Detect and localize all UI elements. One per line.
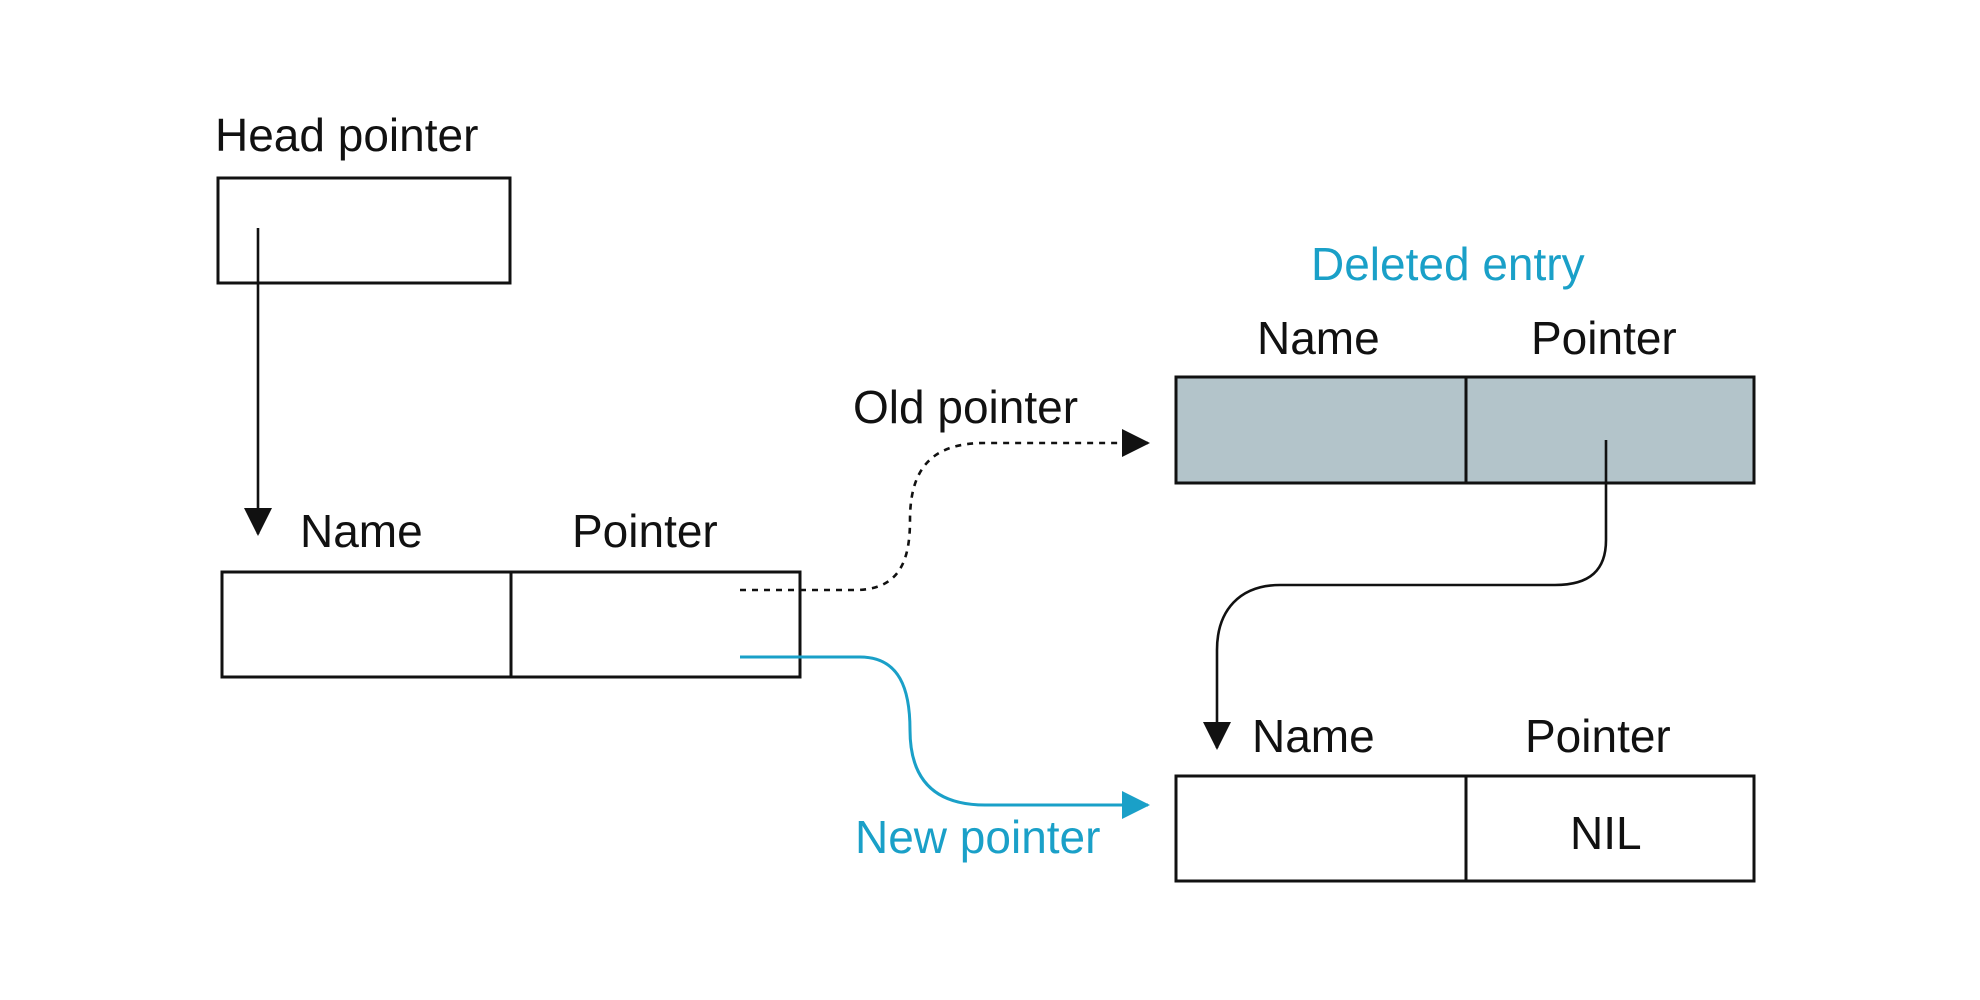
deleted-entry-pointer-header: Pointer xyxy=(1531,312,1677,364)
last-entry-pointer-header: Pointer xyxy=(1525,710,1671,762)
deleted-entry-next-arrow xyxy=(1203,440,1608,750)
last-entry-name-header: Name xyxy=(1252,710,1375,762)
old-pointer-arrow xyxy=(740,429,1150,592)
head-pointer-label: Head pointer xyxy=(215,109,478,161)
first-entry-name-header: Name xyxy=(300,505,423,557)
new-pointer-arrow xyxy=(740,655,1150,819)
deleted-entry-name-header: Name xyxy=(1257,312,1380,364)
new-pointer-label: New pointer xyxy=(855,811,1100,863)
deleted-entry-label: Deleted entry xyxy=(1311,238,1585,290)
old-pointer-label: Old pointer xyxy=(853,381,1078,433)
head-pointer-box xyxy=(216,176,512,285)
first-entry-pointer-header: Pointer xyxy=(572,505,718,557)
last-entry-pointer-value: NIL xyxy=(1570,807,1642,859)
